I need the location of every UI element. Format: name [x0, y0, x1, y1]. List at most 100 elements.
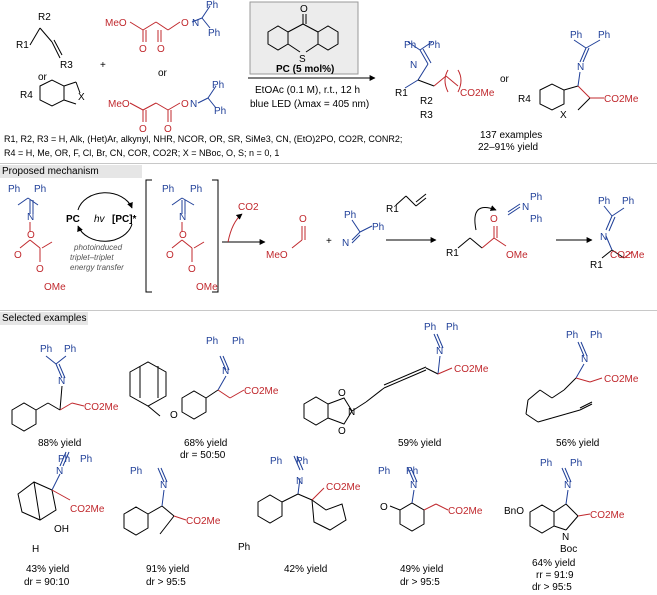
mech-label-ph-10: Ph	[622, 196, 634, 207]
label-n-1: N	[192, 18, 199, 29]
ex9-yield: 64% yield	[532, 558, 575, 569]
label-r3: R3	[60, 60, 73, 71]
mech-label-o-4: O	[179, 230, 187, 241]
alkene-reactant-mechanism	[395, 193, 427, 207]
mech-label-n-2: N	[179, 212, 186, 223]
ex3-n: N	[436, 346, 443, 357]
mech-label-ph-1: Ph	[8, 184, 20, 195]
ex2-ph-2: Ph	[232, 336, 244, 347]
ex5-n: N	[56, 466, 63, 477]
label-o-6: O	[181, 99, 189, 110]
alkene-structure	[29, 27, 63, 59]
mech-label-n-5: N	[600, 232, 607, 243]
ex8-co2me: CO2Me	[448, 506, 483, 517]
ex3-ph-2: Ph	[446, 322, 458, 333]
label-co2me-product-2: CO2Me	[604, 94, 639, 105]
mech-label-ome-3: OMe	[506, 250, 528, 261]
plus-sign: +	[100, 60, 106, 71]
ex8-n: N	[410, 480, 417, 491]
alkene-or-label: or	[38, 72, 48, 83]
label-o-4: O	[139, 124, 147, 135]
hv-label: hv	[94, 214, 106, 225]
pc-star-label: [PC]*	[112, 214, 137, 225]
label-o-1: O	[139, 44, 147, 55]
ex9-co2me: CO2Me	[590, 510, 625, 521]
ex9-bno: BnO	[504, 506, 524, 517]
label-r1-product: R1	[395, 88, 408, 99]
ex6-co2me: CO2Me	[186, 516, 221, 527]
r-groups-line-1: R1, R2, R3 = H, Alk, (Het)Ar, alkynyl, N…	[4, 134, 402, 144]
mech-label-o-1: O	[27, 230, 35, 241]
ex5-h: H	[32, 544, 39, 555]
methoxycarbonyl-radical	[291, 226, 306, 249]
example-2-structure	[129, 355, 245, 420]
label-r2: R2	[38, 12, 51, 23]
example-6-structure	[123, 467, 187, 536]
ex7-co2me: CO2Me	[326, 482, 361, 493]
mech-label-r-1: R1	[386, 204, 399, 215]
examples-header: Selected examples	[0, 312, 88, 325]
ex7-ph-3: Ph	[238, 542, 250, 553]
co2-label: CO2	[238, 202, 259, 213]
label-ph-7: Ph	[570, 30, 582, 41]
reagent-or-label: or	[158, 68, 168, 79]
malonate-oxime-ester	[129, 102, 181, 122]
ex2-n: N	[222, 366, 229, 377]
label-co2me-product: CO2Me	[460, 88, 495, 99]
ex4-ph-1: Ph	[566, 330, 578, 341]
ex8-yield: 49% yield	[400, 564, 443, 575]
ex5-ph-1: Ph	[58, 454, 70, 465]
label-ph-3: Ph	[212, 80, 224, 91]
mechanism-header: Proposed mechanism	[0, 165, 142, 178]
mech-label-ph-6: Ph	[372, 222, 384, 233]
mech-label-ome-2: OMe	[196, 282, 218, 293]
example-8-structure	[389, 467, 449, 532]
ex7-yield: 42% yield	[284, 564, 327, 575]
ex3-co2me: CO2Me	[454, 364, 489, 375]
label-r3-product: R3	[420, 110, 433, 121]
divider-2	[0, 310, 657, 311]
label-r2-product: R2	[420, 96, 433, 107]
example-9-structure	[529, 467, 591, 534]
mech-label-ph-4: Ph	[190, 184, 202, 195]
label-x: X	[78, 92, 85, 103]
ex1-ph-2: Ph	[64, 344, 76, 355]
ex2-yield: 68% yield	[184, 438, 227, 449]
ex6-n: N	[160, 480, 167, 491]
ex2-co2me: CO2Me	[244, 386, 279, 397]
oxime-imine-1	[191, 5, 211, 29]
excited-state-bracket	[145, 179, 219, 293]
energy-transfer-line-3: energy transfer	[70, 263, 124, 272]
label-ph-2: Ph	[208, 28, 220, 39]
mech-label-o-8: O	[490, 214, 498, 225]
ex4-co2me: CO2Me	[604, 374, 639, 385]
ex4-ph-2: Ph	[590, 330, 602, 341]
label-o-3: O	[181, 18, 189, 29]
energy-transfer-line-1: photoinduced	[73, 243, 123, 252]
label-ph-6: Ph	[428, 40, 440, 51]
label-o-2: O	[157, 44, 165, 55]
label-o-5: O	[164, 124, 172, 135]
ex7-n: N	[296, 476, 303, 487]
conditions-line-1: EtOAc (0.1 M), r.t., 12 h	[255, 85, 360, 96]
label-ph-4: Ph	[214, 106, 226, 117]
mech-label-ph-3: Ph	[162, 184, 174, 195]
example-3-structure	[303, 333, 453, 426]
ex9-dr: dr > 95:5	[532, 582, 572, 593]
oxime-ester-mechanism-structure	[17, 197, 53, 262]
mech-label-n-1: N	[27, 212, 34, 223]
mech-label-o-2: O	[14, 250, 22, 261]
mech-label-o-5: O	[166, 250, 174, 261]
product-cyclic-structure	[539, 39, 604, 111]
mech-label-n-4: N	[522, 202, 529, 213]
mech-label-r-3: R1	[590, 260, 603, 271]
mech-label-meo: MeO	[266, 250, 288, 261]
ex2-ph-1: Ph	[206, 336, 218, 347]
product-or-label: or	[500, 74, 510, 85]
mech-label-ph-9: Ph	[598, 196, 610, 207]
ex9-ph-1: Ph	[540, 458, 552, 469]
label-ph-5: Ph	[404, 40, 416, 51]
iminyl-radical	[351, 219, 373, 244]
mech-label-co2me: CO2Me	[610, 250, 645, 261]
mech-plus-sign: +	[326, 236, 332, 247]
